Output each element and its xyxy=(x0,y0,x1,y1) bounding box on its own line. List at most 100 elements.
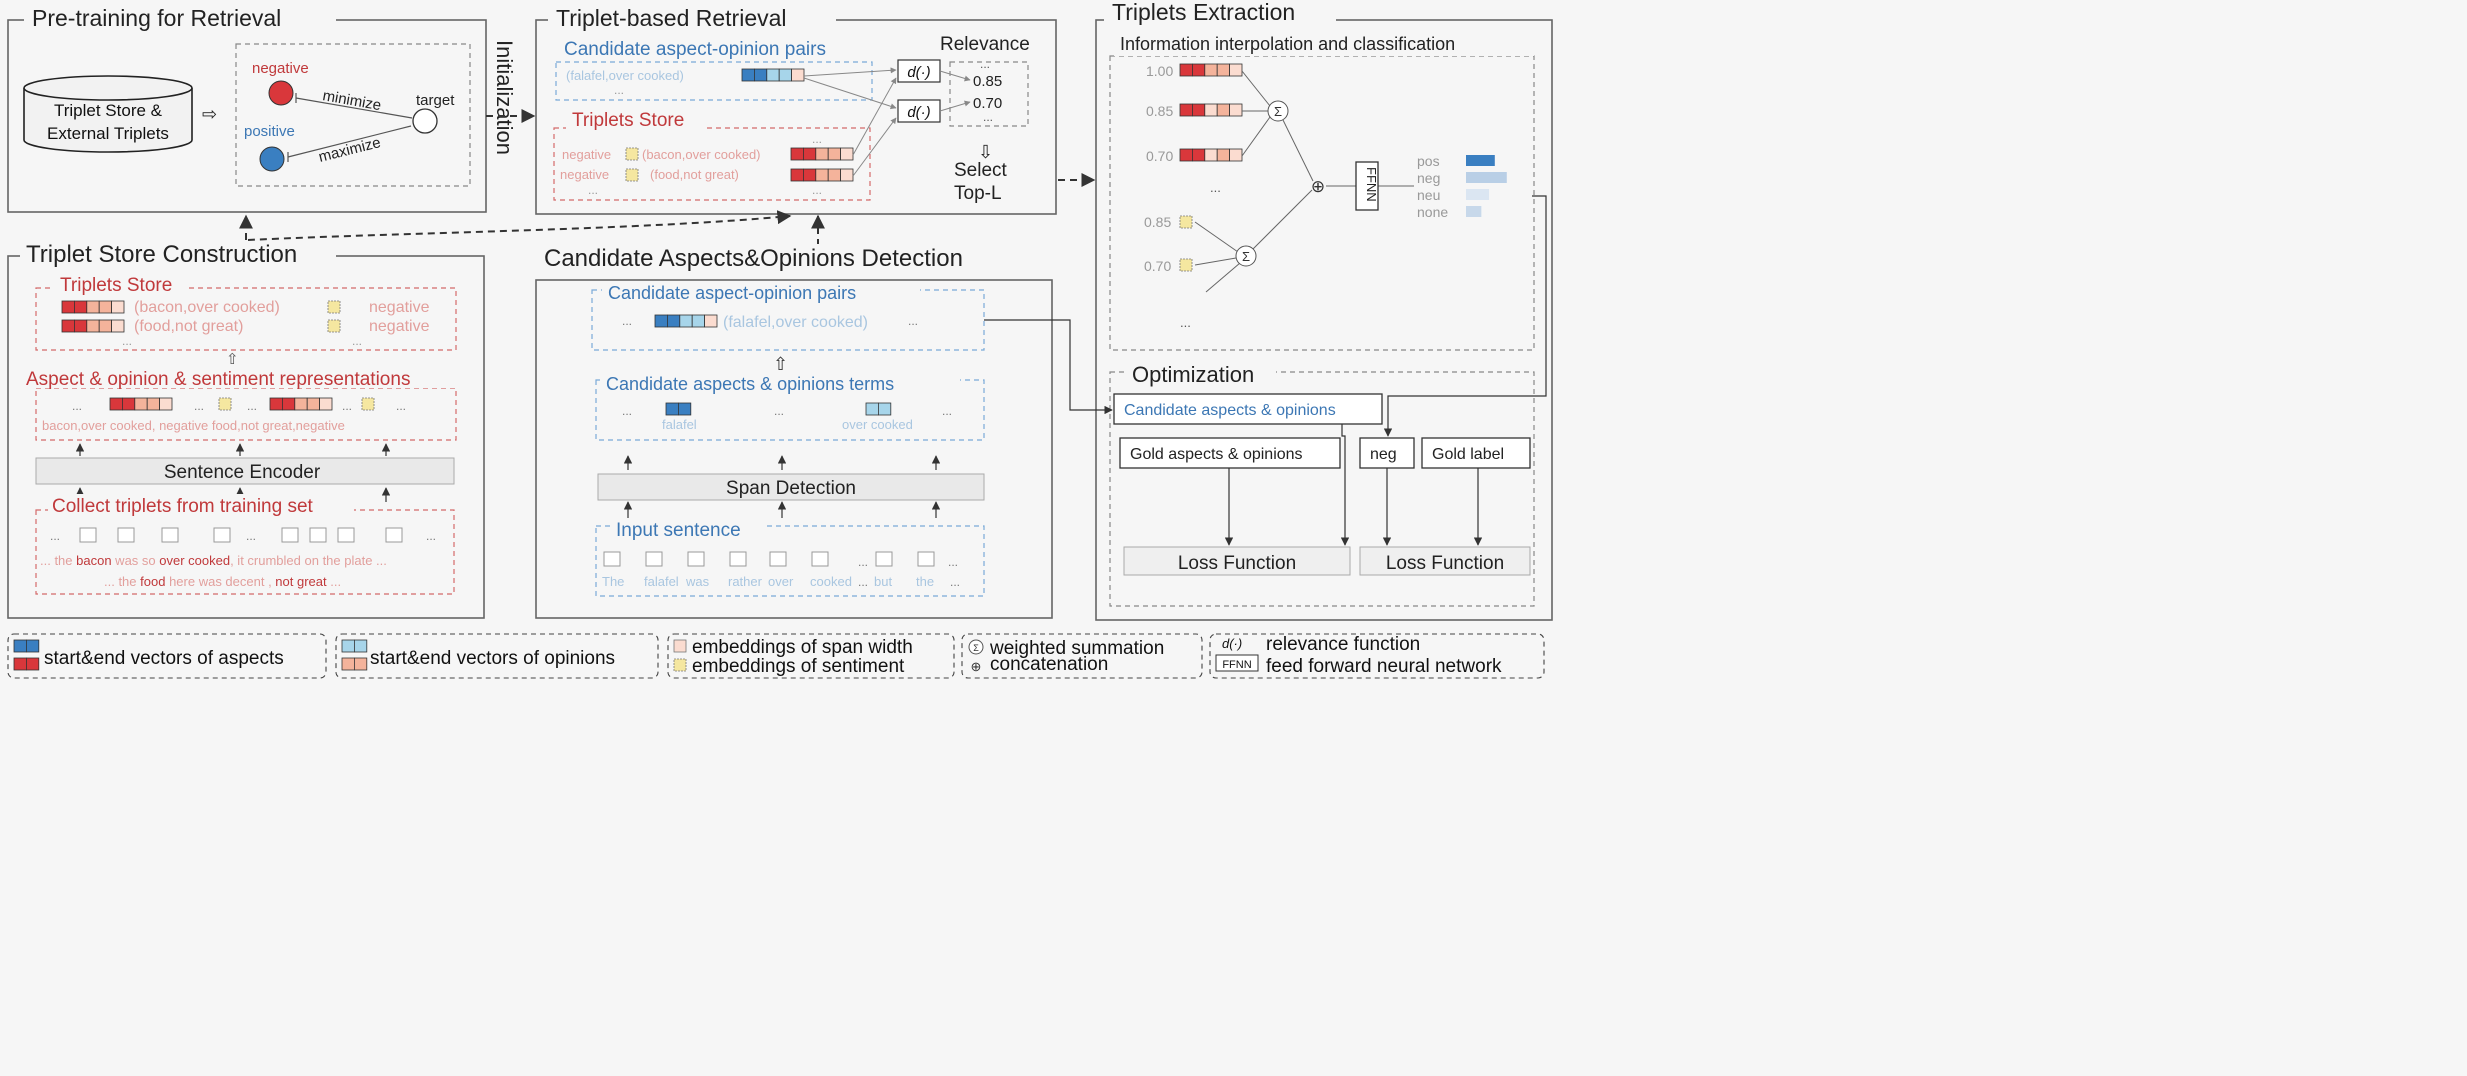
token-box xyxy=(385,527,403,543)
store-sentiment-2 xyxy=(327,319,341,333)
maximize-label: maximize xyxy=(317,134,383,166)
det-terms-title: Candidate aspects & opinions terms xyxy=(606,374,894,394)
token-box xyxy=(309,527,327,543)
ellipsis: ... xyxy=(858,555,868,569)
repr-sentiment-2 xyxy=(361,397,375,411)
ffnn-label: FFNN xyxy=(1364,167,1379,202)
extraction-title: Triplets Extraction xyxy=(1112,0,1295,25)
gold-ao-box xyxy=(1119,437,1341,469)
input-token-box xyxy=(811,551,829,567)
store-vector-2 xyxy=(61,319,125,333)
legend-aspect-end-icon xyxy=(13,657,40,671)
sentence-encoder-box xyxy=(35,457,455,485)
legend: start&end vectors of aspects start&end v… xyxy=(7,633,1545,679)
loss-arrows xyxy=(1224,195,1547,546)
vector-cell xyxy=(815,147,829,161)
vector-cell xyxy=(341,639,355,653)
concat-icon: ⊕ xyxy=(1311,177,1325,196)
relevance-fn-2: d(·) xyxy=(897,99,941,123)
gold-ao-label: Gold aspects & opinions xyxy=(1130,446,1303,463)
ellipsis: ... xyxy=(948,555,958,569)
svg-text:...: ... xyxy=(342,399,352,413)
interpolation-title: Information interpolation and classifica… xyxy=(1120,34,1455,54)
class-label-pos: pos xyxy=(1417,153,1440,169)
legend-ffnn-icon xyxy=(1215,654,1259,672)
optimization-panel: Optimization Candidate aspects & opinion… xyxy=(1109,195,1547,607)
select-line2: Top-L xyxy=(954,183,1002,204)
svg-text:...: ... xyxy=(622,404,632,418)
legend-sentiment-icon xyxy=(673,658,687,672)
input-word: falafel xyxy=(644,574,679,589)
triplet-1: (bacon,over cooked) xyxy=(642,147,761,162)
vector-cell xyxy=(306,397,321,411)
vector-cell xyxy=(25,639,40,653)
svg-text:...: ... xyxy=(983,110,993,124)
vector-cell xyxy=(1216,103,1230,117)
hollow-arrow-icon: ⇨ xyxy=(202,104,217,124)
vector-cell xyxy=(1179,63,1193,77)
vector-cell xyxy=(353,657,368,671)
vector-cell xyxy=(353,639,368,653)
retrieved-vector-1 xyxy=(1179,63,1243,77)
svg-text:...: ... xyxy=(1210,180,1221,195)
construction-store-box xyxy=(35,287,457,351)
down-hollow-arrow-icon: ⇩ xyxy=(978,142,993,162)
input-token-box xyxy=(729,551,747,567)
input-token-box xyxy=(917,551,935,567)
legend-aspect-start-icon xyxy=(13,639,40,653)
vector-cell xyxy=(766,68,780,82)
interpolation-box xyxy=(1109,55,1535,351)
repr-vector-2 xyxy=(269,397,333,411)
token-box xyxy=(161,527,179,543)
vector-cell xyxy=(704,314,718,328)
vector-cell xyxy=(815,168,829,182)
vector-cell xyxy=(74,319,88,333)
legend-d-icon: d(·) xyxy=(1222,636,1242,651)
vector-cell xyxy=(122,397,136,411)
relevance-links xyxy=(803,67,971,177)
candidate-ao-box xyxy=(1113,393,1383,425)
input-token-box xyxy=(687,551,705,567)
svg-text:FFNN: FFNN xyxy=(1222,659,1251,671)
vector-cell xyxy=(790,168,804,182)
framework-diagram: Pre-training for Retrieval Triplet Store… xyxy=(7,0,1553,679)
pretraining-panel: Pre-training for Retrieval Triplet Store… xyxy=(7,5,487,213)
candidate-pairs-box xyxy=(555,61,873,101)
vector-cell xyxy=(1229,103,1243,117)
input-token-box xyxy=(875,551,893,567)
collect-sentence-1: ... the bacon was so over cooked, it cru… xyxy=(40,553,387,568)
input-word: The xyxy=(602,574,624,589)
vector-cell xyxy=(1229,148,1243,162)
svg-text:...: ... xyxy=(980,57,990,71)
vector-cell xyxy=(827,147,842,161)
svg-text:...: ... xyxy=(588,183,598,197)
vector-cell xyxy=(803,168,817,182)
vector-cell xyxy=(109,397,123,411)
span-detection-box xyxy=(597,473,985,501)
vector-cell xyxy=(159,397,173,411)
detection-arrows xyxy=(623,455,941,518)
vector-cell xyxy=(146,397,160,411)
vector-cell xyxy=(778,68,793,82)
vector-cell xyxy=(803,147,817,161)
target-node xyxy=(412,108,438,134)
class-bar-neg xyxy=(1466,172,1507,183)
svg-text:...: ... xyxy=(622,314,632,328)
triplet-store-cylinder: Triplet Store & External Triplets xyxy=(23,75,193,153)
neg-label: neg xyxy=(1370,446,1397,463)
optimization-title: Optimization xyxy=(1132,362,1254,387)
sentence-encoder-label: Sentence Encoder xyxy=(164,462,321,483)
contrastive-box xyxy=(235,43,471,187)
ffnn-box xyxy=(1355,161,1379,211)
triplet-vector-2 xyxy=(790,168,854,182)
vector-cell xyxy=(665,402,679,416)
negative-node xyxy=(268,80,294,106)
vector-cell xyxy=(61,300,75,314)
legend-concat: concatenation xyxy=(990,654,1108,675)
svg-text:Σ: Σ xyxy=(1274,104,1282,119)
legend-plus-icon: ⊕ xyxy=(971,659,982,674)
legend-sentiment: embeddings of sentiment xyxy=(692,656,905,677)
vector-cell xyxy=(111,319,125,333)
loss-box-2 xyxy=(1359,546,1531,576)
